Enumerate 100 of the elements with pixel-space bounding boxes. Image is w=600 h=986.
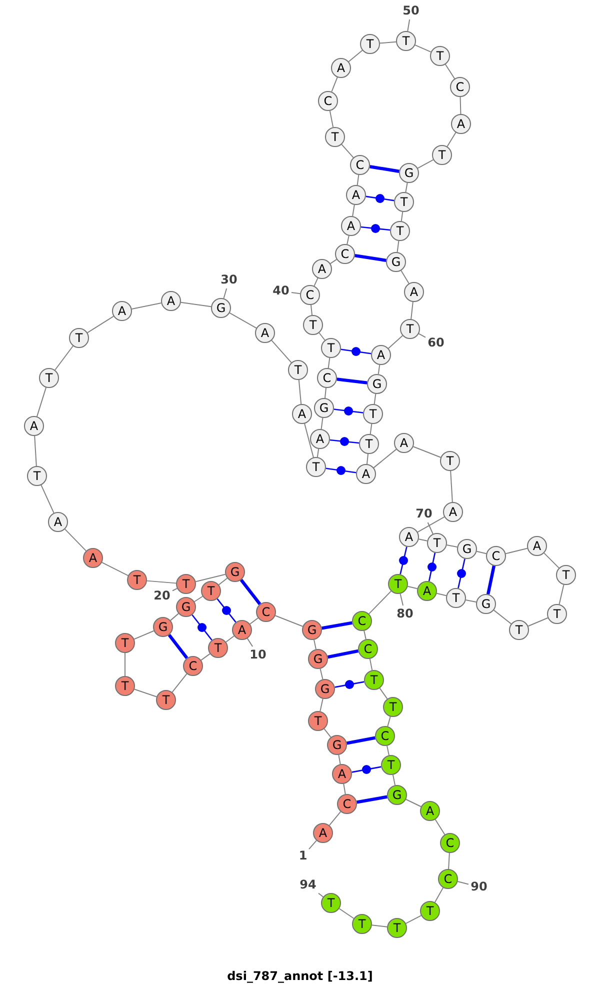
nucleotide-circle: T <box>176 574 196 594</box>
leader-line <box>223 288 228 299</box>
backbone-line <box>36 387 47 417</box>
backbone-line <box>124 652 126 676</box>
backbone-line <box>436 592 447 596</box>
backbone-line <box>460 96 462 114</box>
backbone-line <box>304 423 314 458</box>
backbone-line <box>410 301 414 320</box>
backbone-line <box>346 235 350 245</box>
nucleotide-circle: A <box>313 823 333 843</box>
backbone-line <box>34 435 37 467</box>
backbone-line <box>400 211 404 222</box>
nucleotide-circle: G <box>302 620 322 640</box>
nucleotide-circle: C <box>350 155 370 175</box>
nucleotide-circle: T <box>208 638 228 658</box>
backbone-line <box>331 76 338 92</box>
backbone-line <box>446 544 458 548</box>
base-pair-line <box>240 578 262 606</box>
leader-line <box>457 881 469 885</box>
leader-line <box>291 292 301 294</box>
position-number: 1 <box>298 850 308 862</box>
nucleotide-circle: G <box>399 163 419 183</box>
backbone-line <box>320 698 324 712</box>
nucleotide-circle: G <box>211 298 231 318</box>
backbone-line <box>320 668 324 680</box>
backbone-line <box>271 340 292 364</box>
nucleotide-circle: T <box>394 192 414 212</box>
position-number: 94 <box>300 878 316 892</box>
nucleotide-circle: A <box>292 404 312 424</box>
backbone-line <box>329 110 334 128</box>
backbone-line <box>218 578 228 586</box>
backbone-line <box>250 618 258 624</box>
nucleotide-circle: A <box>346 185 366 205</box>
nucleotide-circle: A <box>527 536 547 556</box>
nucleotide-circle: C <box>450 77 470 97</box>
backbone-line <box>172 673 188 693</box>
nucleotide-circle: A <box>312 259 332 279</box>
nucleotide-circle: G <box>314 398 334 418</box>
nucleotide-circle: G <box>386 252 406 272</box>
nucleotide-circle: T <box>288 360 308 380</box>
backbone-line <box>374 393 376 405</box>
backbone-line <box>170 613 179 621</box>
nucleotide-circle: A <box>24 416 44 436</box>
backbone-line <box>226 636 234 642</box>
nucleotide-circle: C <box>375 726 395 746</box>
backbone-line <box>229 312 257 329</box>
backbone-line <box>370 423 372 435</box>
nucleotide-circle: T <box>201 581 221 601</box>
nucleotide-circle: G <box>476 594 496 614</box>
backbone-line <box>366 453 368 465</box>
nucleotide-circle: G <box>387 785 407 805</box>
backbone-line <box>101 562 129 576</box>
nucleotide-circle: T <box>352 914 372 934</box>
position-number: 10 <box>250 648 266 662</box>
backbone-line <box>352 204 355 217</box>
backbone-line <box>195 574 226 582</box>
base-pair-line <box>428 552 436 582</box>
backbone-line <box>314 278 318 286</box>
nucleotide-circle: T <box>430 46 450 66</box>
nucleotide-circle: A <box>404 282 424 302</box>
base-pair-line <box>328 649 358 659</box>
position-number: 40 <box>272 284 290 298</box>
leader-line <box>418 333 426 338</box>
nucleotide-circle: C <box>352 611 372 631</box>
nucleotide-circle: T <box>381 755 401 775</box>
backbone-line <box>396 240 400 253</box>
nucleotide-circle: C <box>438 869 458 889</box>
backbone-line <box>528 617 548 627</box>
base-pair-line <box>400 546 408 574</box>
backbone-line <box>348 50 363 62</box>
backbone-line <box>392 774 396 786</box>
nucleotide-circle: G <box>225 562 245 582</box>
nucleotide-circle: T <box>308 711 328 731</box>
backbone-line <box>388 335 404 349</box>
nucleotide-circle: G <box>457 539 477 559</box>
nucleotide-circle: C <box>183 656 203 676</box>
nucleotide-circle: G <box>327 735 347 755</box>
backbone-line <box>406 798 422 808</box>
base-pair-line <box>326 468 356 474</box>
nucleotide-circle: T <box>547 604 567 624</box>
backbone-line <box>417 159 434 169</box>
nucleotide-circle: A <box>356 464 376 484</box>
nucleotide-circle: T <box>115 676 135 696</box>
nucleotide-circle: C <box>440 833 460 853</box>
nucleotide-circle: T <box>359 434 379 454</box>
backbone-line <box>371 924 388 928</box>
nucleotide-circle: T <box>556 565 576 585</box>
nucleotide-circle: A <box>341 216 361 236</box>
nucleotide-circle: A <box>310 429 330 449</box>
nucleotide-circle: T <box>509 620 529 640</box>
base-pair-line <box>192 614 212 641</box>
backbone-line <box>318 332 326 341</box>
nucleotide-circle: A <box>232 620 252 640</box>
base-pair-line <box>356 795 388 804</box>
nucleotide-circle: T <box>363 404 383 424</box>
backbone-line <box>369 658 373 671</box>
nucleotide-circle: T <box>390 221 410 241</box>
backbone-line <box>343 783 346 795</box>
nucleotide-circle: A <box>112 301 132 321</box>
nucleotide-circle: A <box>451 114 471 134</box>
